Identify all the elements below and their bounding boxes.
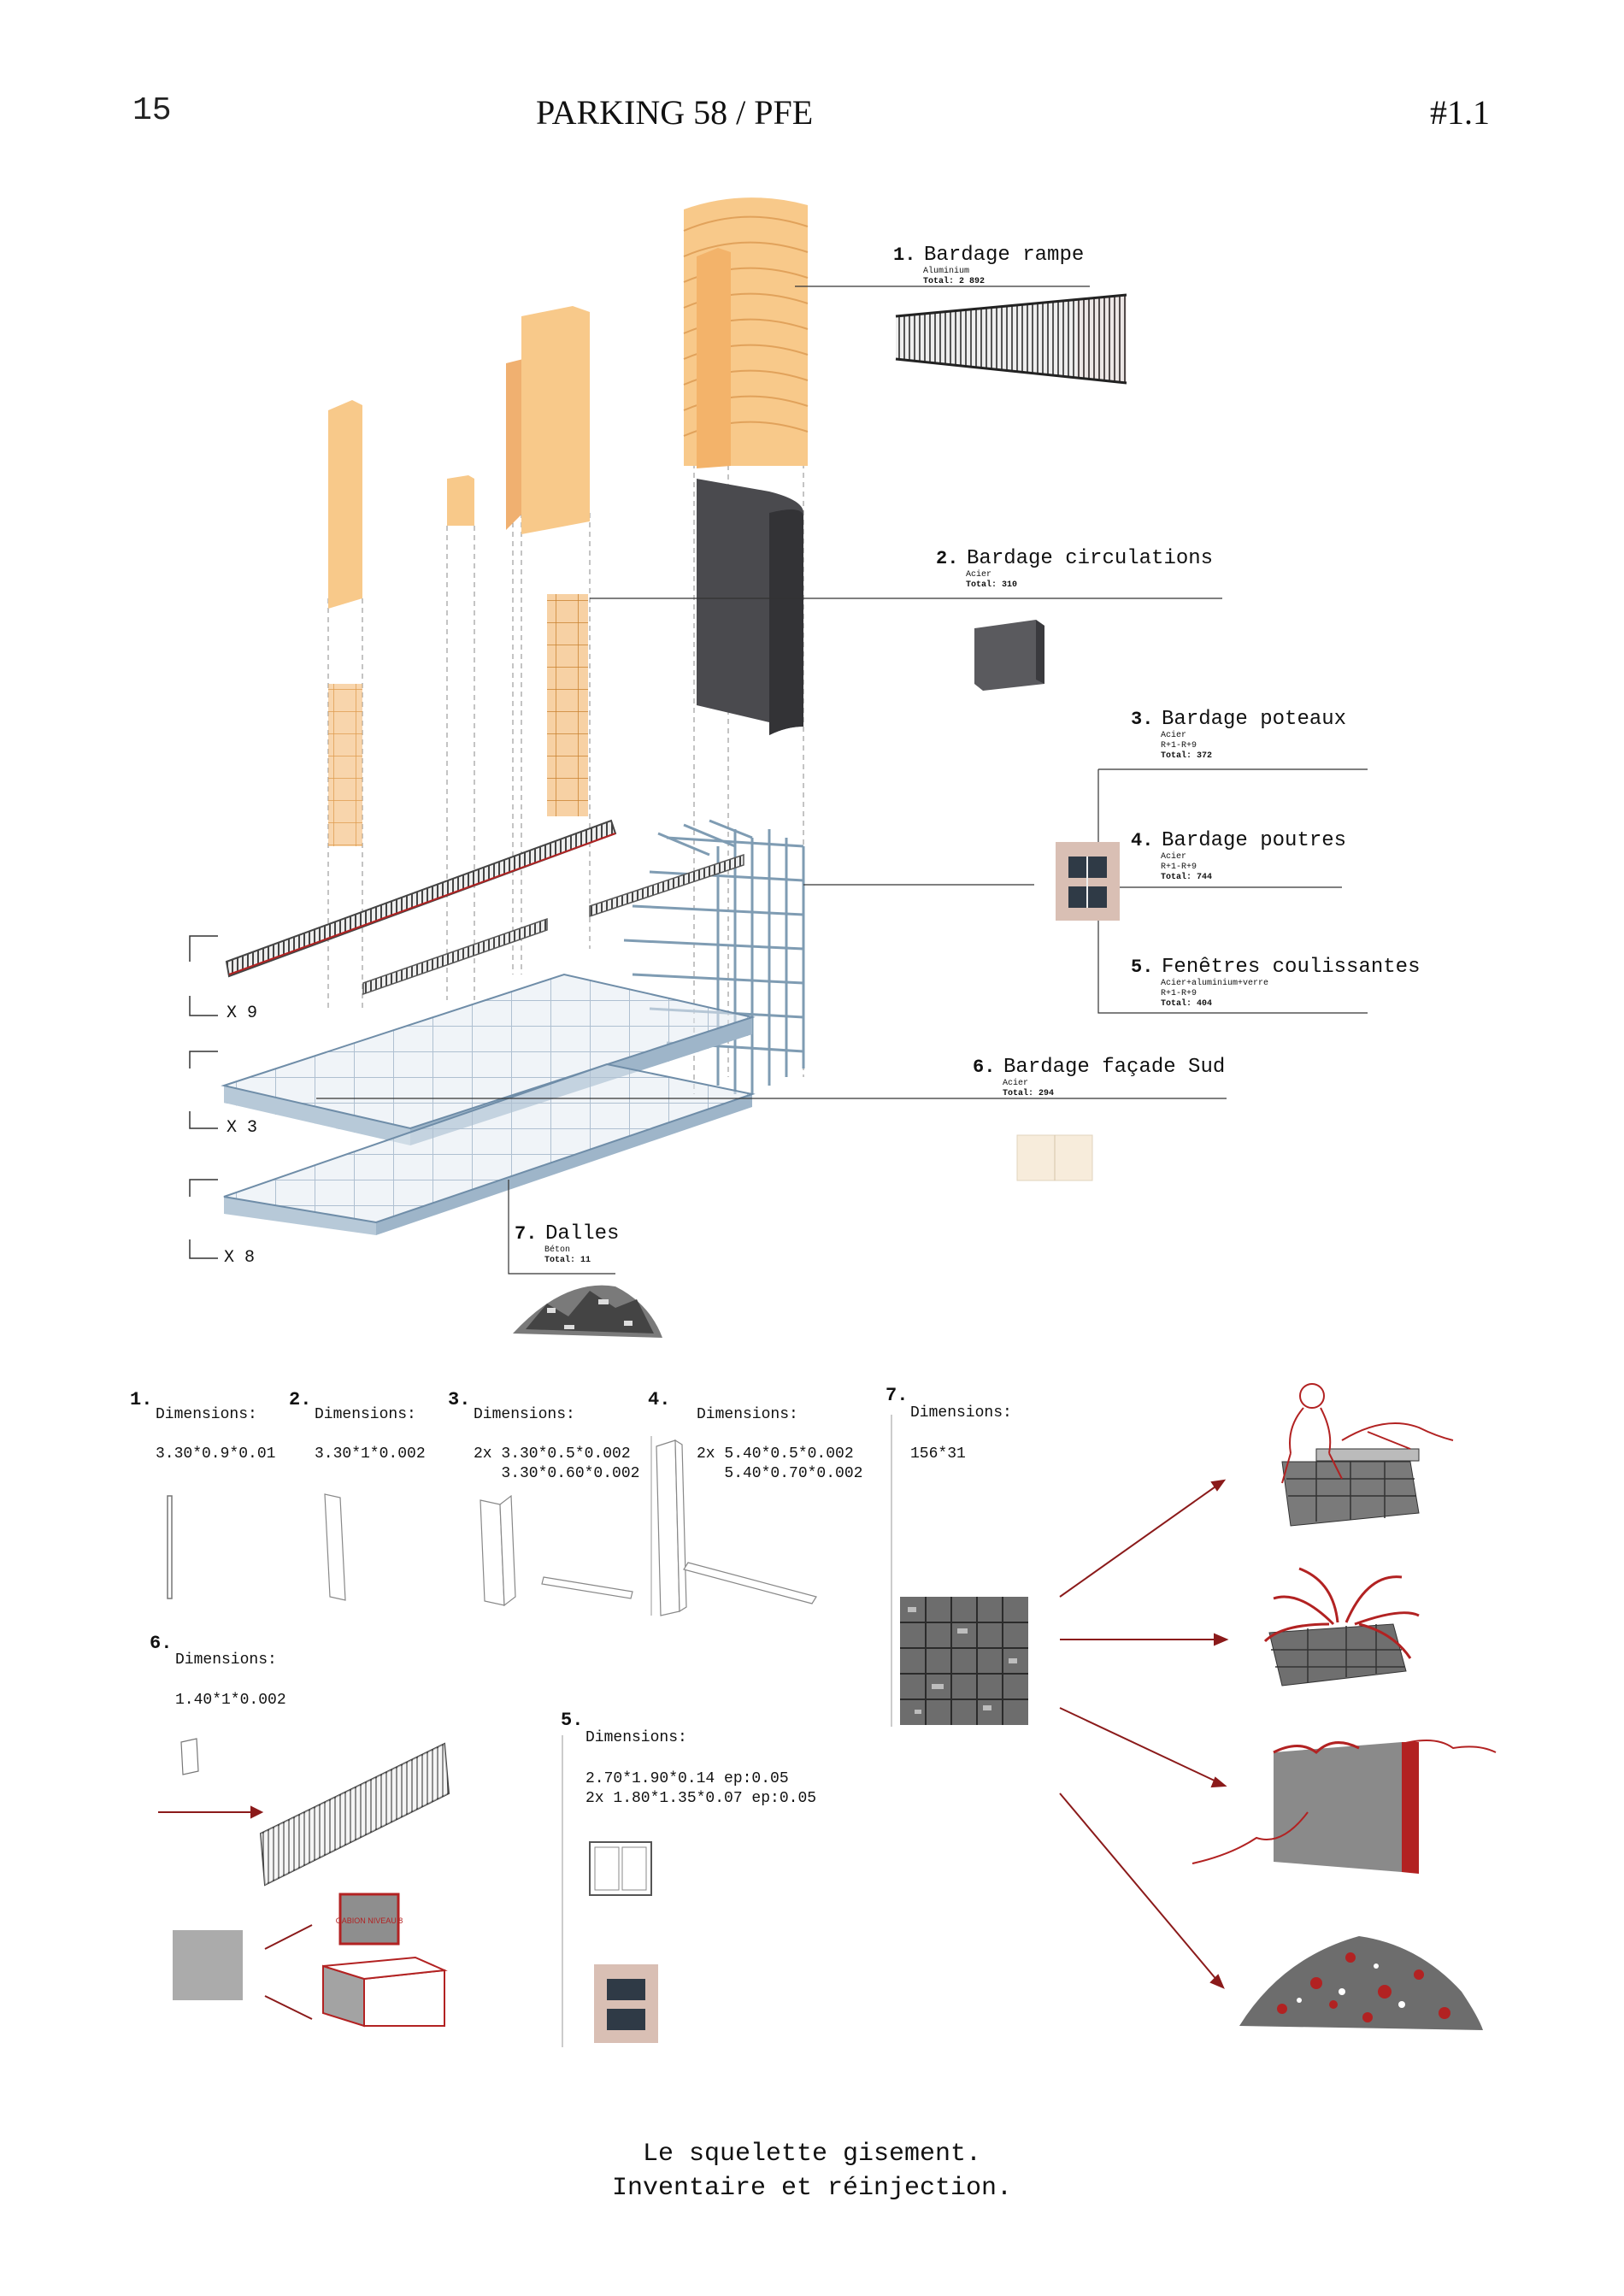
gabion-block xyxy=(900,1597,1028,1725)
structural-tower xyxy=(623,819,805,1094)
dim-2-num: 2. xyxy=(289,1389,312,1410)
page-number: 15 xyxy=(132,92,172,129)
dim-6-num: 6. xyxy=(150,1633,173,1654)
reuse-arrows xyxy=(158,1479,1229,2020)
legend-item-6: 6. Bardage façade Sud Acier Total: 294 xyxy=(973,1056,1226,1098)
thumb-window-facade xyxy=(1056,842,1120,921)
wood-column-a xyxy=(328,400,362,846)
railing-beams xyxy=(225,819,744,996)
thumb-steel-box xyxy=(974,620,1044,691)
profile-3 xyxy=(480,1494,633,1607)
legend-item-7: 7. Dalles Béton Total: 11 xyxy=(515,1222,620,1265)
dim-2-value: 3.30*1*0.002 xyxy=(315,1445,426,1463)
gabion-sign xyxy=(338,1893,400,1946)
dim-3-num: 3. xyxy=(448,1389,471,1410)
dim-3-label: Dimensions: xyxy=(474,1406,575,1423)
concrete-cube xyxy=(322,1956,448,2028)
dim-6-label: Dimensions: xyxy=(175,1651,277,1669)
caption: Le squelette gisement. Inventaire et réi… xyxy=(385,2137,1239,2205)
multiplier-x9: X 9 xyxy=(227,1004,258,1023)
legend-item-1: 1. Bardage rampe Aluminium Total: 2 892 xyxy=(893,244,1085,286)
multiplier-x8: X 8 xyxy=(224,1248,256,1268)
dim-5-label: Dimensions: xyxy=(585,1729,687,1746)
reuse-pile xyxy=(1239,1936,1483,2030)
legend-item-3: 3. Bardage poteaux Acier R+1-R+9 Total: … xyxy=(1131,708,1347,761)
multiplier-x3: X 3 xyxy=(227,1118,258,1138)
dim-1-label: Dimensions: xyxy=(156,1406,257,1423)
caption-line-2: Inventaire et réinjection. xyxy=(611,2174,1013,2203)
leader-lines xyxy=(316,286,1368,1275)
dim-6-value: 1.40*1*0.002 xyxy=(175,1692,286,1709)
reuse-bench xyxy=(1281,1383,1454,1527)
thumb-railing xyxy=(895,293,1127,385)
thumb-rubble-pile xyxy=(513,1285,662,1338)
dim-2-label: Dimensions: xyxy=(315,1406,416,1423)
window-frame xyxy=(589,1841,652,1896)
plate-2 xyxy=(324,1493,346,1601)
legend-item-5: 5. Fenêtres coulissantes Acier+aluminium… xyxy=(1131,956,1421,1009)
dim-4-num: 4. xyxy=(648,1389,671,1410)
caption-line-1: Le squelette gisement. xyxy=(642,2140,982,2169)
dim-4-value: 2x 5.40*0.5*0.002 5.40*0.70*0.002 xyxy=(697,1445,863,1482)
gabion-sign-text: GABION NIVEAU 8 xyxy=(336,1916,403,1925)
plate-6 xyxy=(180,1738,199,1775)
window-facade-thumb xyxy=(594,1964,658,2043)
reuse-wall xyxy=(1192,1740,1497,1874)
plate-1 xyxy=(167,1495,173,1599)
reuse-planter xyxy=(1263,1567,1420,1687)
legend-item-4: 4. Bardage poutres Acier R+1-R+9 Total: … xyxy=(1131,829,1347,882)
component-drawings: GABION NIVEAU 8 xyxy=(158,1383,1497,2047)
level-brackets xyxy=(189,935,218,1259)
page-title: PARKING 58 / PFE xyxy=(536,93,814,132)
spiral-ramp xyxy=(683,197,809,468)
dim-4-label: Dimensions: xyxy=(697,1406,798,1423)
legend-item-2: 2. Bardage circulations Acier Total: 310 xyxy=(936,547,1214,590)
thumb-facade-panel xyxy=(1016,1134,1093,1181)
dim-1-num: 1. xyxy=(130,1389,153,1410)
wood-column-b xyxy=(447,475,474,526)
dim-5-value: 2.70*1.90*0.14 ep:0.05 2x 1.80*1.35*0.07… xyxy=(585,1770,817,1807)
wood-column-c xyxy=(506,306,590,816)
page-code: #1.1 xyxy=(1430,93,1490,132)
dim-7-value: 156*31 xyxy=(910,1445,966,1463)
dim-5-num: 5. xyxy=(561,1710,584,1731)
concrete-texture xyxy=(173,1930,243,2000)
dim-7-num: 7. xyxy=(886,1385,909,1406)
exploded-axonometric xyxy=(189,197,1368,1338)
dim-3-value: 2x 3.30*0.5*0.002 3.30*0.60*0.002 xyxy=(474,1445,640,1482)
profile-4 xyxy=(656,1439,817,1616)
railing-reuse xyxy=(259,1742,450,1887)
lower-slab xyxy=(223,1063,756,1235)
dim-7-label: Dimensions: xyxy=(910,1404,1012,1422)
steel-curved-cladding xyxy=(697,479,803,735)
dim-1-value: 3.30*0.9*0.01 xyxy=(156,1445,276,1463)
